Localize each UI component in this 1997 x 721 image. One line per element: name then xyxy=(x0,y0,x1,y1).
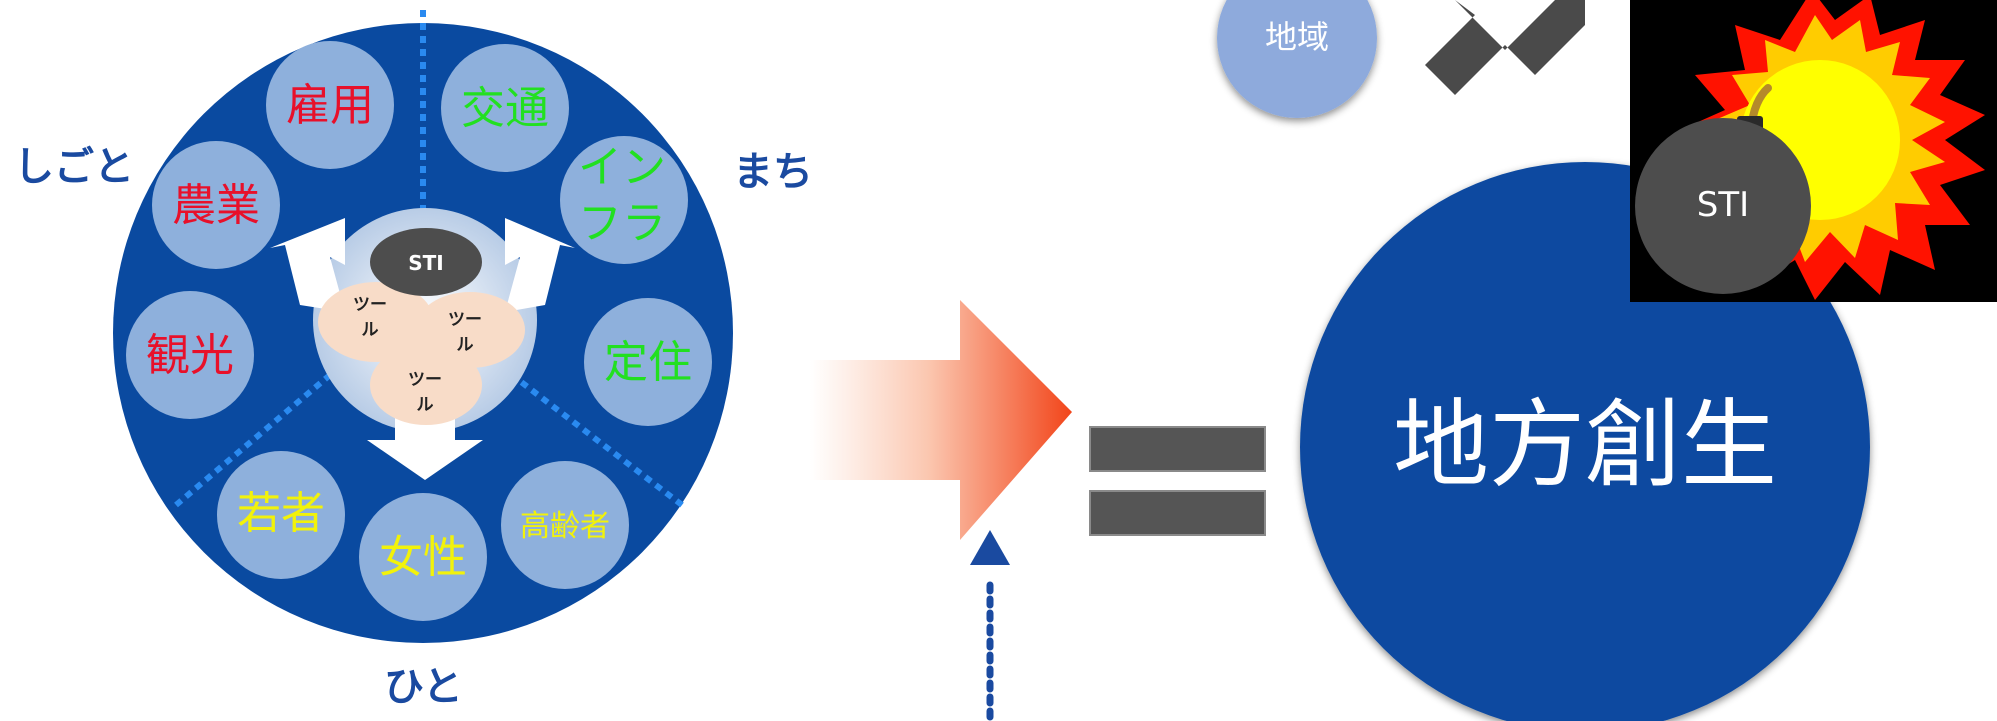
stakeholder-wheel: 雇用 交通 農業 イン フラ 観光 定住 若者 女性 xyxy=(113,10,733,643)
item-infra-label-2: フラ xyxy=(578,198,666,249)
arrow-up-left xyxy=(270,218,345,312)
item-kankou-label: 観光 xyxy=(146,330,234,381)
item-nougyou-label: 農業 xyxy=(172,180,260,231)
item-wakamono: 若者 xyxy=(217,451,345,579)
label-hito: ひと xyxy=(384,664,463,710)
multiply-icon xyxy=(1425,0,1585,125)
item-koureisha: 高齢者 xyxy=(501,461,629,589)
item-kankou: 観光 xyxy=(126,291,254,419)
item-josei-label: 女性 xyxy=(379,532,467,583)
equals-sign xyxy=(1089,426,1266,536)
tool-3-label-2: ル xyxy=(417,395,434,415)
tool-1-label-1: ツー xyxy=(353,295,387,315)
label-shigoto: しごと xyxy=(14,144,134,190)
item-koureisha-label: 高齢者 xyxy=(520,509,610,544)
tool-blob-1 xyxy=(318,282,434,362)
sti-ellipse xyxy=(370,228,482,296)
item-teijuu-label: 定住 xyxy=(604,337,692,388)
item-josei: 女性 xyxy=(359,493,487,621)
item-koyou: 雇用 xyxy=(266,41,394,169)
tool-3-label-1: ツー xyxy=(408,370,442,390)
chiiki-label: 地域 xyxy=(1265,18,1329,56)
tool-blob-3 xyxy=(370,345,482,425)
dotted-arrow-head xyxy=(970,530,1010,565)
item-teijuu: 定住 xyxy=(584,298,712,426)
divider-right xyxy=(510,372,684,508)
bomb-explosion-panel: STI xyxy=(1630,0,1997,302)
item-koyou-label: 雇用 xyxy=(286,80,374,131)
bomb-body xyxy=(1635,118,1811,294)
sti-label: STI xyxy=(408,251,444,275)
gradient-right-arrow xyxy=(810,300,1072,540)
item-koutsu-label: 交通 xyxy=(461,83,549,134)
label-machi: まち xyxy=(733,149,813,195)
tool-1-label-2: ル xyxy=(362,320,379,340)
chihou-sousei-label: 地方創生 xyxy=(1393,389,1777,501)
item-infra: イン フラ xyxy=(560,136,688,264)
item-wakamono-label: 若者 xyxy=(237,488,325,539)
item-koutsu: 交通 xyxy=(441,44,569,172)
item-nougyou: 農業 xyxy=(152,141,280,269)
bomb-sti-label: STI xyxy=(1697,185,1749,225)
central-hub: ツー ル ツー ル ツー ル STI xyxy=(270,208,575,480)
tool-2-label-2: ル xyxy=(457,335,474,355)
item-infra-label-1: イン xyxy=(578,142,666,193)
tool-2-label-1: ツー xyxy=(448,310,482,330)
arrow-up-right xyxy=(505,218,575,312)
chiiki-circle: 地域 xyxy=(1217,0,1377,118)
